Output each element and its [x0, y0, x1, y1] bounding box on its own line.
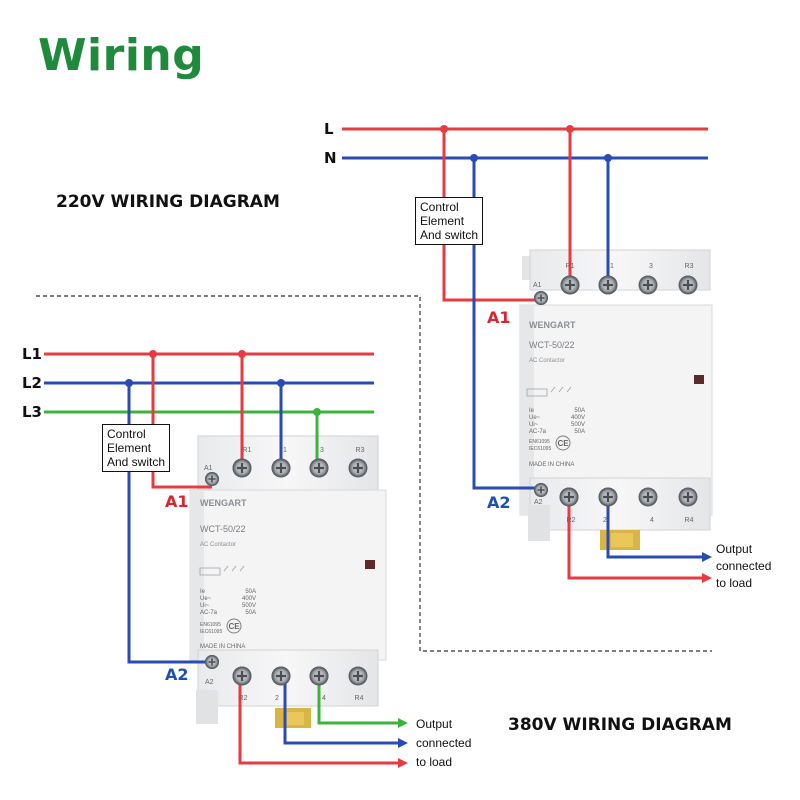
output-label-line: to load: [716, 576, 753, 590]
contactor-380v: [189, 435, 387, 728]
dev380-r4: R4: [355, 695, 364, 702]
dev380-std-iec: IEC61095: [200, 629, 222, 635]
control-box-220v: Control Element And switch: [415, 197, 484, 245]
label-l3: L3: [22, 403, 42, 421]
dev220-std-iec: IEC61095: [529, 446, 551, 452]
control-box-line: And switch: [420, 228, 479, 242]
dev220-spec-ui: Ui~: [529, 422, 539, 428]
dev380-spec-ie-val: 50A: [245, 589, 256, 595]
wire-n-a2: [472, 158, 541, 490]
coil-a2-380v: A2: [165, 665, 189, 684]
dev380-a2: A2: [205, 679, 214, 686]
wire-out-r2-380: [238, 676, 404, 765]
dev220-r3: R3: [685, 263, 694, 270]
coil-a1-380v: A1: [165, 492, 189, 511]
wire-l-control-a1: [442, 129, 541, 302]
page-title: Wiring: [38, 30, 205, 81]
dev380-spec-ac: AC-7a: [200, 610, 218, 616]
control-box-380v: Control Element And switch: [102, 424, 171, 472]
dev220-r1: R1: [566, 263, 575, 270]
dev220-origin: MADE IN CHINA: [529, 462, 574, 468]
output-label-220v: Output connected to load: [716, 541, 771, 592]
control-box-line: And switch: [107, 455, 166, 469]
dev380-std-en: EN61095: [200, 622, 221, 628]
wire-out-2-380: [283, 676, 404, 745]
dev380-origin: MADE IN CHINA: [200, 644, 245, 650]
label-l: L: [324, 120, 334, 138]
dev220-spec-ue: Ue~: [529, 415, 541, 421]
dev380-a1: A1: [204, 465, 213, 472]
coil-a1-220v: A1: [487, 308, 511, 327]
dev220-spec-ui-val: 500V: [571, 422, 585, 428]
dev380-spec-ue: Ue~: [200, 596, 212, 602]
dev380-brand: WENGART: [200, 498, 247, 508]
label-l2: L2: [22, 374, 42, 392]
dev220-spec-ue-val: 400V: [571, 415, 585, 421]
dev220-std-en: EN61095: [529, 439, 550, 445]
dev380-spec-ac-val: 50A: [245, 610, 256, 616]
heading-380v: 380V WIRING DIAGRAM: [508, 715, 732, 735]
dev220-spec-ie: Ie: [529, 408, 535, 414]
dev380-spec-ie: Ie: [200, 589, 206, 595]
junctions-380v: [125, 350, 321, 416]
output-label-line: Output: [416, 717, 453, 731]
control-box-line: Control: [107, 427, 146, 441]
wire-out-4-380: [317, 676, 404, 725]
output-label-line: connected: [716, 559, 772, 573]
dev220-spec-ie-val: 50A: [574, 408, 585, 414]
dev380-r2: R2: [239, 695, 248, 702]
dev380-t2: 2: [275, 695, 279, 702]
output-label-380v: Output connected to load: [416, 715, 471, 772]
dev380-spec-ui: Ui~: [200, 603, 210, 609]
dev380-spec-ui-val: 500V: [242, 603, 256, 609]
dev220-brand: WENGART: [529, 320, 576, 330]
output-label-line: Output: [716, 542, 753, 556]
coil-a2-220v: A2: [487, 493, 511, 512]
dev220-t3: 3: [649, 263, 653, 270]
wire-out-r2: [567, 497, 708, 580]
control-box-line: Control: [420, 200, 459, 214]
control-box-line: Element: [420, 214, 465, 228]
output-label-line: connected: [416, 736, 472, 750]
dev220-ce-mark: CE: [557, 439, 569, 448]
wire-out-2: [606, 497, 708, 559]
heading-220v: 220V WIRING DIAGRAM: [56, 192, 280, 212]
dev380-model: WCT-50/22: [200, 524, 246, 534]
dev380-t1: 1: [283, 447, 287, 454]
dashed-divider: [36, 295, 712, 652]
dev380-type: AC Contactor: [200, 542, 236, 548]
label-n: N: [324, 149, 337, 167]
wire-l2-a2: [127, 383, 212, 664]
dev220-type: AC Contactor: [529, 358, 565, 364]
dev380-t3: 3: [320, 447, 324, 454]
dev220-t1: 1: [610, 263, 614, 270]
dev380-r1: R1: [243, 447, 252, 454]
wire-l1-control-a1: [151, 354, 212, 489]
dev220-spec-ac: AC-7a: [529, 429, 547, 435]
dev380-ce-mark: CE: [228, 622, 240, 631]
dev220-a2: A2: [534, 499, 543, 506]
dev380-spec-ue-val: 400V: [242, 596, 256, 602]
dev380-t4: 4: [322, 695, 326, 702]
dev220-spec-ac-val: 50A: [574, 429, 585, 435]
junctions-220v: [440, 125, 612, 162]
wires-380v: [44, 352, 408, 768]
dev380-r3: R3: [356, 447, 365, 454]
dev220-r2: R2: [567, 517, 576, 524]
dev220-t2: 2: [603, 517, 607, 524]
dev220-t4: 4: [650, 517, 654, 524]
dev220-r4: R4: [685, 517, 694, 524]
dev220-model: WCT-50/22: [529, 340, 575, 350]
control-box-line: Element: [107, 441, 152, 455]
wires-220v: [342, 127, 712, 583]
label-l1: L1: [22, 345, 42, 363]
output-label-line: to load: [416, 755, 453, 769]
contactor-220v: [519, 249, 713, 550]
dev220-a1: A1: [533, 282, 542, 289]
